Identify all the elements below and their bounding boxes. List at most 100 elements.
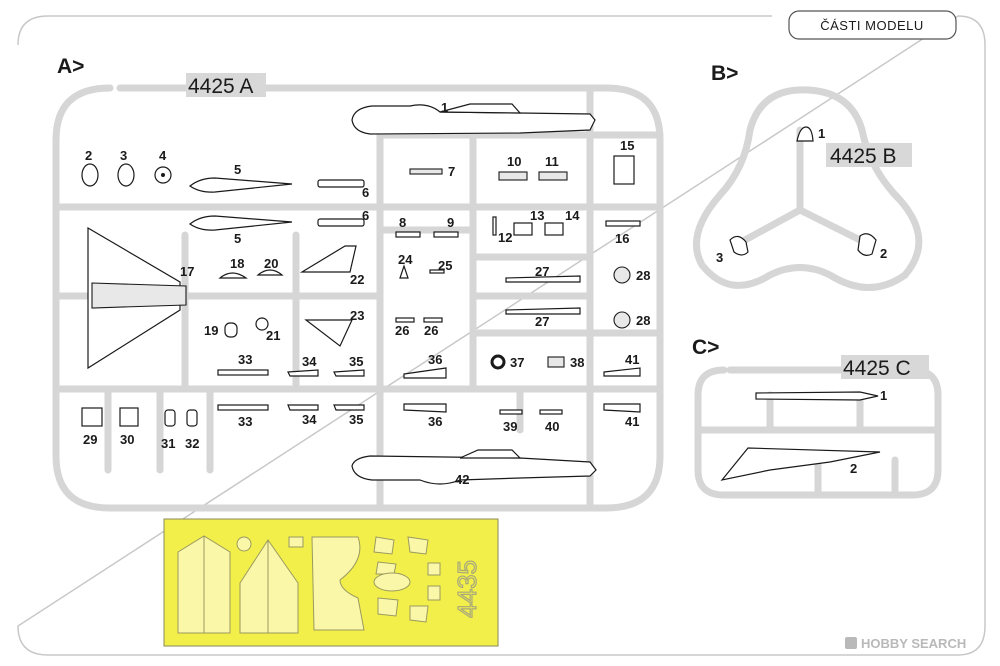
watermark-text: HOBBY SEARCH xyxy=(861,636,966,651)
part-number: 5 xyxy=(234,162,241,177)
part-1-fuselage-half xyxy=(351,103,596,135)
sprue-c-code-bg xyxy=(841,355,929,379)
part-4-hub xyxy=(161,173,165,177)
part-24 xyxy=(399,264,409,279)
part-number: 10 xyxy=(507,154,521,169)
part-number: 26 xyxy=(424,323,438,338)
part-6b-missile xyxy=(317,218,365,227)
part-number: 33 xyxy=(238,352,252,367)
page-frame xyxy=(17,15,986,656)
part-28b-wheel xyxy=(613,311,631,329)
part-27b xyxy=(505,307,581,315)
part-b3-canopy xyxy=(729,235,749,256)
mask-small-rect xyxy=(288,536,304,548)
sprue-a-part-numbers: 1 2 3 4 5 5 6 6 7 8 9 10 11 12 13 14 15 … xyxy=(83,100,650,487)
part-number: 42 xyxy=(455,472,469,487)
part-number: 1 xyxy=(880,388,887,403)
part-number: 41 xyxy=(625,352,639,367)
part-34b xyxy=(287,404,319,411)
part-number: 2 xyxy=(85,148,92,163)
part-22-fin xyxy=(299,245,357,273)
part-35b xyxy=(333,404,365,411)
part-21 xyxy=(255,317,269,331)
mask-piece xyxy=(407,536,429,555)
part-number: 25 xyxy=(438,258,452,273)
part-number: 34 xyxy=(302,354,317,369)
part-number: 40 xyxy=(545,419,559,434)
part-number: 4 xyxy=(159,148,167,163)
part-number: 3 xyxy=(120,148,127,163)
part-number: 35 xyxy=(349,354,363,369)
mask-piece xyxy=(375,561,397,575)
sprue-a-runners xyxy=(52,84,664,512)
part-number: 13 xyxy=(530,208,544,223)
sprue-a-code-bg xyxy=(186,73,266,97)
part-41b xyxy=(603,403,641,413)
part-number: 28 xyxy=(636,313,650,328)
sprue-a-frame xyxy=(52,84,664,512)
part-34a xyxy=(287,369,319,377)
sprue-b-letter: B> xyxy=(711,62,738,85)
part-18 xyxy=(218,272,248,279)
mask-piece xyxy=(373,536,395,555)
part-number: 18 xyxy=(230,256,244,271)
part-number: 1 xyxy=(441,100,448,115)
watermark-logo xyxy=(845,637,857,649)
sprue-a: A> 4425 B 4425 A xyxy=(52,55,664,512)
mask-canopy-large xyxy=(311,536,365,631)
part-number: 3 xyxy=(716,250,723,265)
part-number: 14 xyxy=(565,208,580,223)
part-33a xyxy=(217,369,269,376)
mask-sheet: 4435 xyxy=(163,518,499,647)
part-11 xyxy=(538,171,568,181)
sprue-c-letter: C> xyxy=(692,336,719,359)
sprue-c: C> 4425 C 1 2 xyxy=(692,336,942,499)
part-c1 xyxy=(755,391,879,401)
mask-piece xyxy=(377,597,399,617)
header-tab: ČÁSTI MODELU xyxy=(788,10,957,40)
part-number: 36 xyxy=(428,414,442,429)
part-6a-missile xyxy=(317,179,365,188)
part-number: 26 xyxy=(395,323,409,338)
part-number: 29 xyxy=(83,432,97,447)
part-number: 23 xyxy=(350,308,364,323)
part-28a-wheel xyxy=(613,266,631,284)
part-number: 19 xyxy=(204,323,218,338)
part-33b xyxy=(217,404,269,411)
mask-oval xyxy=(373,572,411,592)
part-2 xyxy=(81,163,99,187)
part-number: 15 xyxy=(620,138,634,153)
part-number: 41 xyxy=(625,414,639,429)
part-number: 31 xyxy=(161,436,175,451)
part-number: 11 xyxy=(545,154,559,169)
part-number: 2 xyxy=(880,246,887,261)
part-29 xyxy=(81,407,103,427)
part-c2-fin xyxy=(720,447,881,481)
part-number: 20 xyxy=(264,256,278,271)
part-32 xyxy=(186,409,198,427)
part-31 xyxy=(164,409,176,427)
part-10 xyxy=(498,171,528,181)
part-8 xyxy=(395,231,421,238)
sprue-b: B> 4425 B 1 2 3 xyxy=(692,62,923,291)
header-title: ČÁSTI MODELU xyxy=(820,18,924,33)
part-14 xyxy=(544,222,564,236)
part-number: 16 xyxy=(615,231,629,246)
part-17-wing xyxy=(87,226,187,370)
part-number: 5 xyxy=(234,231,241,246)
part-number: 39 xyxy=(503,419,517,434)
part-number: 17 xyxy=(180,264,194,279)
mask-piece xyxy=(427,562,441,576)
part-5b-drop-tank xyxy=(188,215,293,231)
mask-piece xyxy=(427,585,441,601)
part-b1-canopy xyxy=(796,126,814,142)
part-number: 7 xyxy=(448,164,455,179)
part-number: 1 xyxy=(818,126,825,141)
part-26b xyxy=(423,317,443,323)
part-30 xyxy=(119,407,139,427)
part-number: 35 xyxy=(349,412,363,427)
part-5a-drop-tank xyxy=(188,177,293,193)
part-42-fuselage-half xyxy=(351,449,597,485)
sprue-b-runners xyxy=(741,126,864,244)
